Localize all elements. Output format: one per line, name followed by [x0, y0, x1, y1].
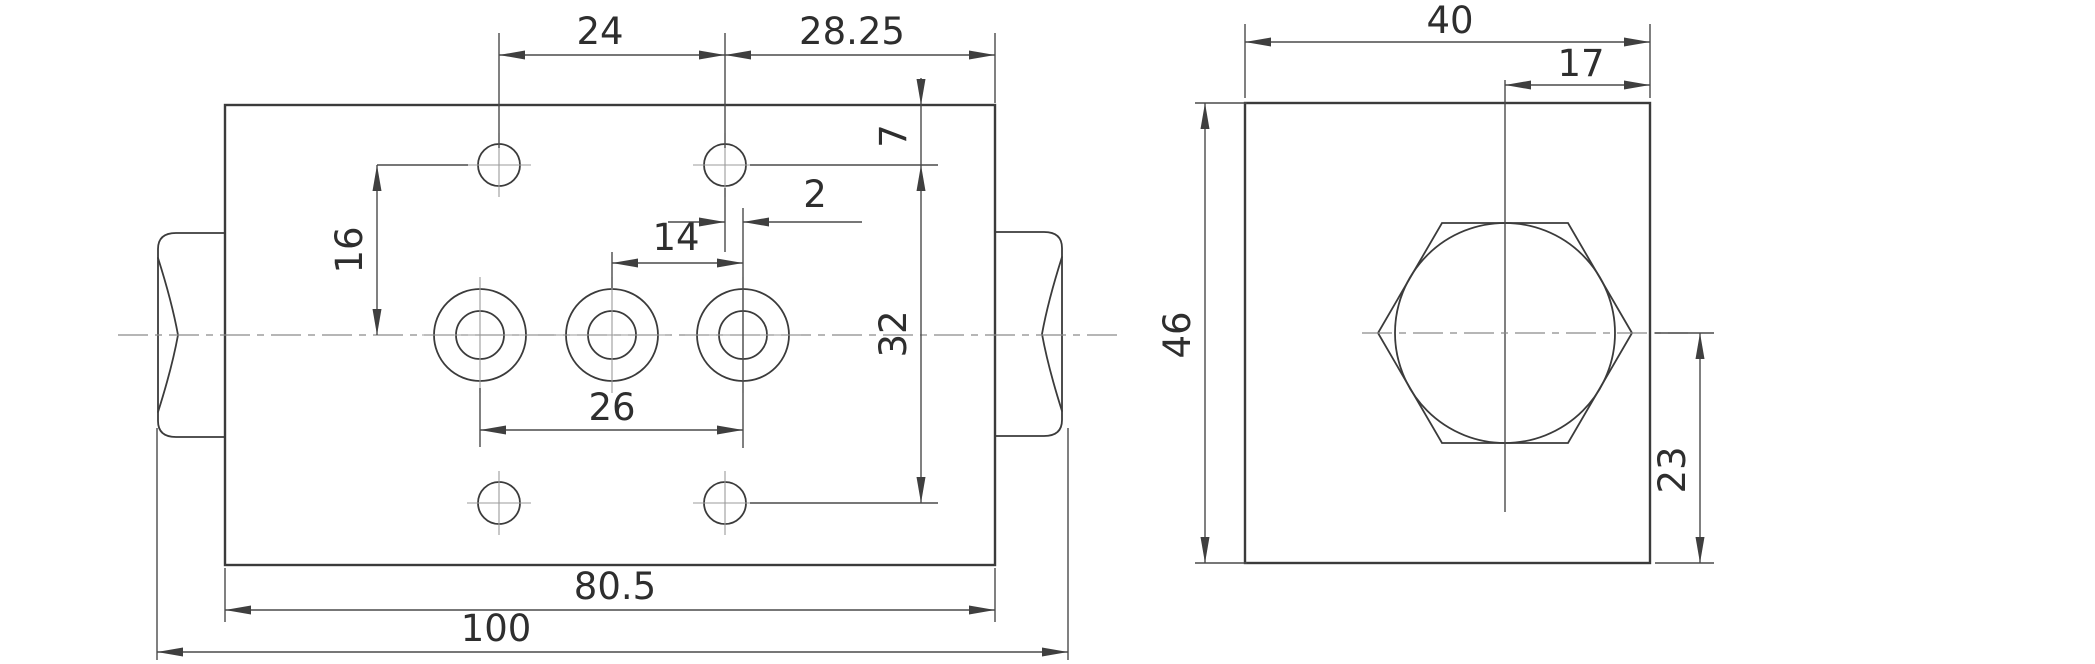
right-hex-plug [994, 231, 1063, 437]
dim-2-label: 2 [803, 173, 827, 216]
dim-16-label: 16 [328, 226, 371, 273]
dim-24-label: 24 [576, 10, 623, 53]
side-view: 40 17 46 23 [1156, 0, 1714, 565]
port-hole-left [422, 277, 538, 393]
side-dimension-lines [1204, 41, 1701, 563]
side-body-outline [1243, 101, 1652, 565]
dim-7-label: 7 [872, 124, 915, 148]
port-hole-middle [554, 277, 670, 393]
side-extension-lines [1195, 24, 1714, 564]
dim-80-5-label: 80.5 [574, 565, 656, 608]
dim-23-label: 23 [1651, 446, 1694, 493]
mount-hole-bottom-right [693, 471, 757, 535]
dim-32-label: 32 [872, 310, 915, 357]
front-extension-lines [156, 33, 1069, 660]
right-hex-plug-chamfer [1041, 256, 1063, 412]
mount-hole-bottom-left [467, 471, 531, 535]
dim-100-label: 100 [461, 607, 532, 650]
front-arrowheads [157, 50, 1068, 657]
side-arrowheads [1200, 37, 1705, 563]
dim-26-label: 26 [588, 386, 635, 429]
dim-46-label: 46 [1156, 311, 1199, 358]
dim-14-label: 14 [652, 216, 699, 259]
dim-40-label: 40 [1426, 0, 1473, 42]
front-view: 24 28.25 7 2 14 16 32 26 80.5 100 [118, 10, 1118, 660]
dim-28-25-label: 28.25 [799, 10, 905, 53]
dim-17-label: 17 [1557, 42, 1604, 85]
